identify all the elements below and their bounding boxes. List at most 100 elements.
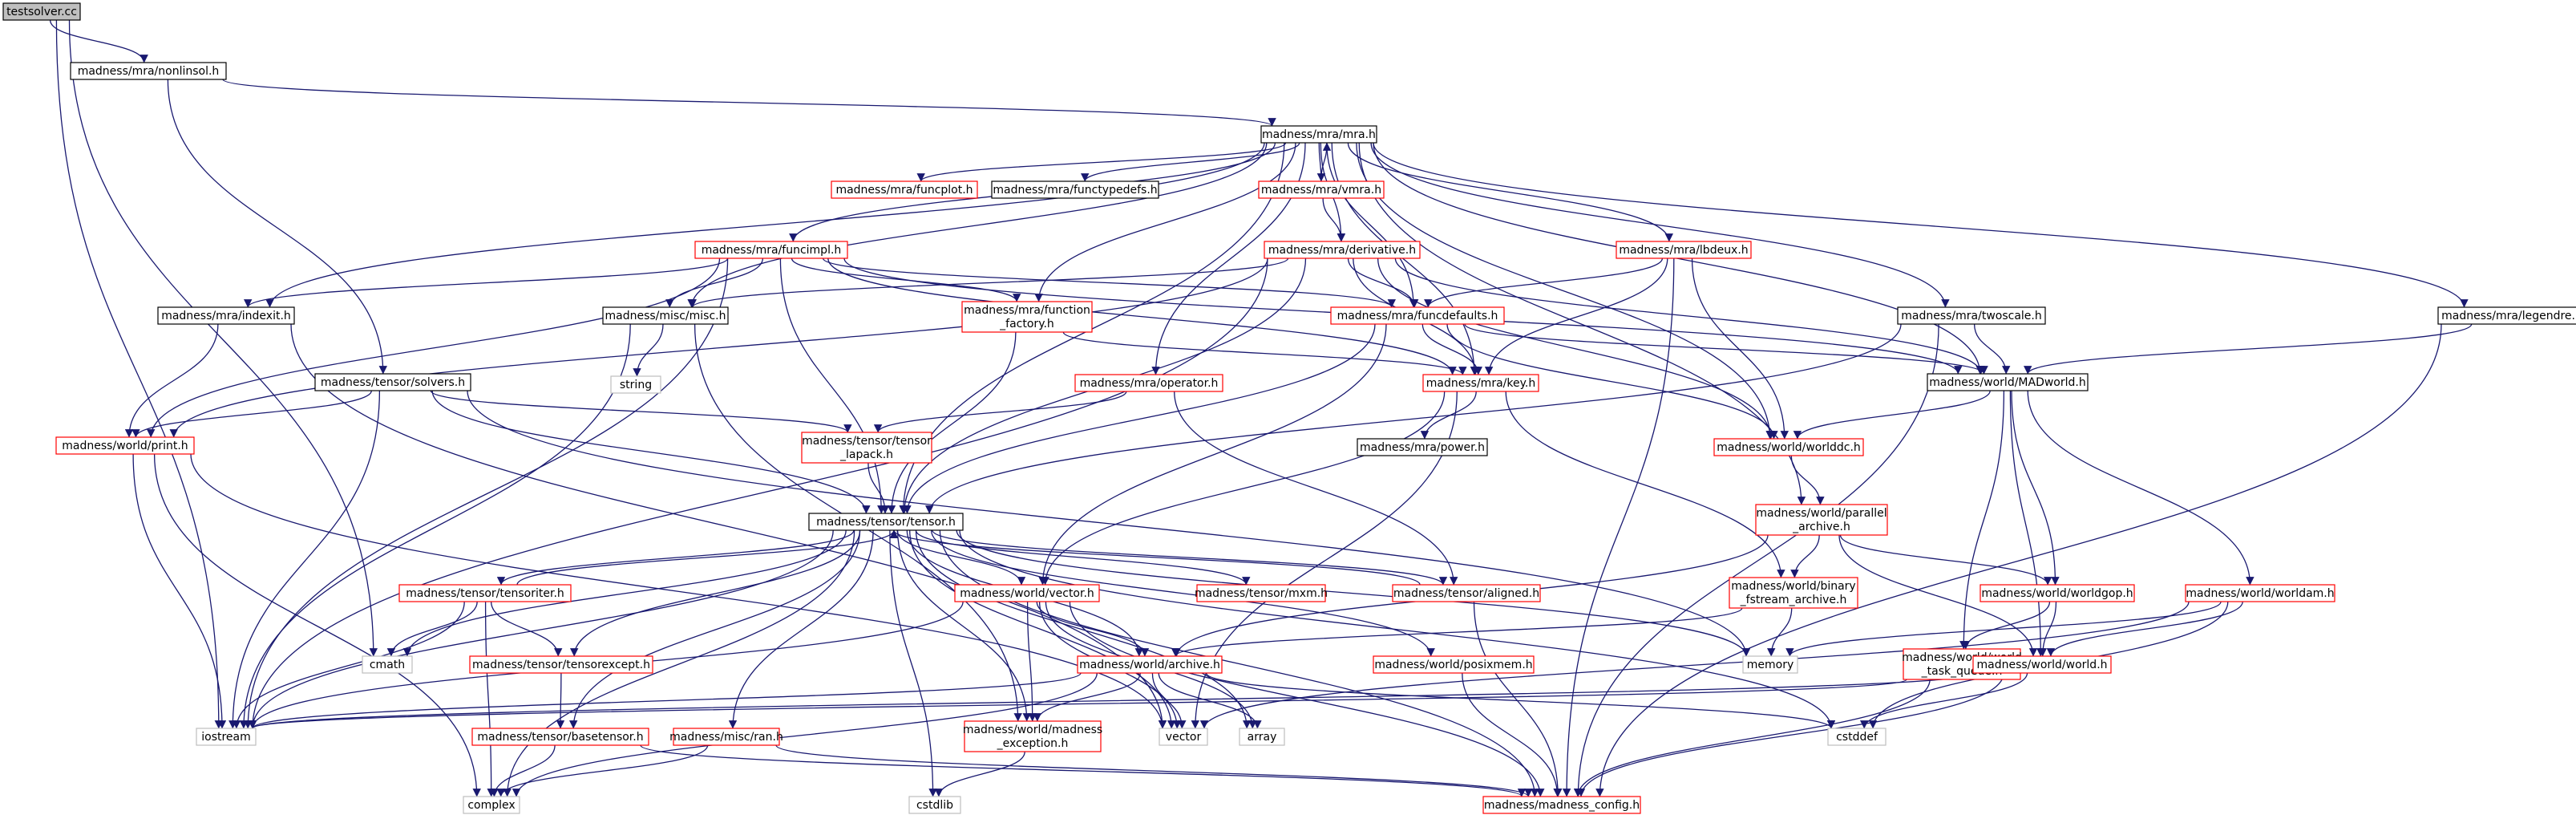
node-power[interactable]: madness/mra/power.h bbox=[1357, 438, 1488, 456]
edge-basetensor-to-config bbox=[640, 744, 1526, 797]
node-vmra[interactable]: madness/mra/vmra.h bbox=[1258, 180, 1385, 199]
node-world[interactable]: madness/world/world.h bbox=[1972, 655, 2112, 674]
node-tensor[interactable]: madness/tensor/tensor.h bbox=[808, 513, 964, 531]
node-worldgop[interactable]: madness/world/worldgop.h bbox=[1980, 584, 2135, 602]
node-funcplot[interactable]: madness/mra/funcplot.h bbox=[831, 180, 978, 199]
edge-funcimpl-to-iostream bbox=[244, 257, 729, 729]
edge-derivative-to-worlddc bbox=[1377, 257, 1775, 440]
node-label: array bbox=[1248, 731, 1277, 744]
node-label: madness/world/madness bbox=[963, 724, 1102, 736]
node-binary[interactable]: madness/world/binary_fstream_archive.h bbox=[1729, 577, 1858, 609]
node-lbdeux[interactable]: madness/mra/lbdeux.h bbox=[1616, 241, 1752, 259]
node-cstddef: cstddef bbox=[1827, 728, 1887, 746]
node-nonlinsol[interactable]: madness/mra/nonlinsol.h bbox=[70, 62, 227, 80]
node-box bbox=[1742, 655, 1798, 674]
node-box bbox=[469, 655, 653, 674]
node-label: madness/mra/mra.h bbox=[1262, 128, 1376, 141]
edge-funcimpl-to-indexit bbox=[244, 257, 729, 308]
node-box bbox=[1422, 374, 1539, 392]
edge-twoscale-to-madworld bbox=[1973, 323, 2011, 375]
edge-tensor-to-vector bbox=[896, 529, 1026, 586]
node-tensoriter[interactable]: madness/tensor/tensoriter.h bbox=[398, 584, 572, 602]
edge-exception-to-cstdlib bbox=[934, 751, 1025, 797]
node-box bbox=[1927, 373, 2089, 391]
edge-parallel-to-world bbox=[1838, 534, 2038, 657]
node-label: madness/misc/ran.h bbox=[669, 731, 783, 744]
node-box bbox=[1729, 577, 1858, 609]
node-twoscale[interactable]: madness/mra/twoscale.h bbox=[1897, 306, 2046, 325]
node-box bbox=[1755, 504, 1888, 536]
edge-madworld-to-worlddc bbox=[1793, 390, 1991, 440]
node-vector[interactable]: madness/world/vector.h bbox=[954, 584, 1100, 602]
edge-tensor-to-ran bbox=[728, 529, 874, 729]
node-functypedefs[interactable]: madness/mra/functypedefs.h bbox=[991, 180, 1159, 199]
edge-ran-to-config bbox=[775, 744, 1533, 797]
node-cmath: cmath bbox=[362, 655, 413, 674]
edge-funcdefaults-to-key bbox=[1421, 323, 1482, 375]
edge-lbdeux-to-key bbox=[1484, 257, 1668, 375]
node-worlddc[interactable]: madness/world/worlddc.h bbox=[1713, 438, 1864, 456]
node-label: madness/tensor/solvers.h bbox=[321, 376, 465, 389]
node-label: madness/tensor/tensoriter.h bbox=[406, 587, 564, 600]
node-tensorexcept[interactable]: madness/tensor/tensorexcept.h bbox=[469, 655, 653, 674]
node-basetensor[interactable]: madness/tensor/basetensor.h bbox=[471, 728, 649, 746]
node-box bbox=[964, 720, 1102, 752]
node-legendre[interactable]: madness/mra/legendre.h bbox=[2437, 306, 2576, 325]
edge-operator-to-tensorlapack bbox=[874, 391, 1127, 433]
node-label: madness/mra/indexit.h bbox=[161, 310, 291, 322]
node-funcimpl[interactable]: madness/mra/funcimpl.h bbox=[694, 241, 848, 259]
node-label: _fstream_archive.h bbox=[1740, 594, 1847, 606]
node-mra[interactable]: madness/mra/mra.h bbox=[1260, 125, 1377, 144]
edge-archive-to-array bbox=[1158, 672, 1262, 729]
node-print[interactable]: madness/world/print.h bbox=[55, 436, 195, 455]
edge-world-to-iostream bbox=[249, 672, 1977, 729]
node-label: madness/mra/funcplot.h bbox=[835, 184, 973, 197]
node-label: madness/world/worldam.h bbox=[2186, 587, 2334, 600]
node-aligned[interactable]: madness/tensor/aligned.h bbox=[1392, 584, 1541, 602]
node-box bbox=[2437, 306, 2576, 325]
node-testsolver[interactable]: testsolver.cc bbox=[2, 2, 81, 21]
edge-funcimpl-to-funcdefaults bbox=[822, 257, 1396, 308]
edge-worldam-to-world bbox=[2046, 601, 2243, 657]
node-misc[interactable]: madness/misc/misc.h bbox=[602, 306, 729, 325]
node-label: madness/tensor/tensor bbox=[802, 435, 932, 448]
edge-world-to-config bbox=[1576, 672, 2004, 797]
node-box bbox=[908, 796, 961, 814]
node-mxm[interactable]: madness/tensor/mxm.h bbox=[1195, 584, 1328, 602]
node-ran[interactable]: madness/misc/ran.h bbox=[669, 728, 783, 746]
node-box bbox=[55, 436, 195, 455]
node-archive[interactable]: madness/world/archive.h bbox=[1077, 655, 1223, 674]
node-parallel[interactable]: madness/world/parallel_archive.h bbox=[1755, 504, 1888, 536]
node-box bbox=[954, 584, 1100, 602]
node-box bbox=[1357, 438, 1488, 456]
node-label: _archive.h bbox=[1792, 521, 1850, 533]
node-key[interactable]: madness/mra/key.h bbox=[1422, 374, 1539, 392]
node-config[interactable]: madness/madness_config.h bbox=[1482, 796, 1641, 814]
node-indexit[interactable]: madness/mra/indexit.h bbox=[157, 306, 295, 325]
node-complex: complex bbox=[463, 796, 520, 814]
node-box bbox=[1260, 125, 1377, 144]
edge-madworld-to-world bbox=[2009, 390, 2045, 657]
edges-layer bbox=[49, 19, 2473, 797]
node-funcdefaults[interactable]: madness/mra/funcdefaults.h bbox=[1330, 306, 1505, 325]
edge-lbdeux-to-config bbox=[1562, 257, 1675, 797]
node-label: testsolver.cc bbox=[6, 6, 77, 18]
node-label: _exception.h bbox=[997, 737, 1069, 750]
node-label: madness/world/binary bbox=[1731, 580, 1855, 593]
node-operator[interactable]: madness/mra/operator.h bbox=[1074, 374, 1223, 392]
node-funcfactory[interactable]: madness/mra/function_factory.h bbox=[961, 301, 1093, 333]
edge-twoscale-to-config bbox=[1574, 323, 1939, 797]
node-label: madness/mra/funcimpl.h bbox=[702, 244, 842, 257]
node-worldam[interactable]: madness/world/worldam.h bbox=[2185, 584, 2335, 602]
node-madworld[interactable]: madness/world/MADworld.h bbox=[1927, 373, 2089, 391]
node-tensorlapack[interactable]: madness/tensor/tensor_lapack.h bbox=[801, 432, 932, 464]
node-posixmem[interactable]: madness/world/posixmem.h bbox=[1373, 655, 1535, 674]
edge-madworld-to-worldgop bbox=[2011, 390, 2060, 586]
node-solvers[interactable]: madness/tensor/solvers.h bbox=[314, 373, 471, 391]
node-box bbox=[673, 728, 780, 746]
node-derivative[interactable]: madness/mra/derivative.h bbox=[1264, 241, 1421, 259]
edge-funcdefaults-to-worlddc bbox=[1446, 323, 1778, 440]
node-exception[interactable]: madness/world/madness_exception.h bbox=[963, 720, 1102, 752]
node-box bbox=[314, 373, 471, 391]
